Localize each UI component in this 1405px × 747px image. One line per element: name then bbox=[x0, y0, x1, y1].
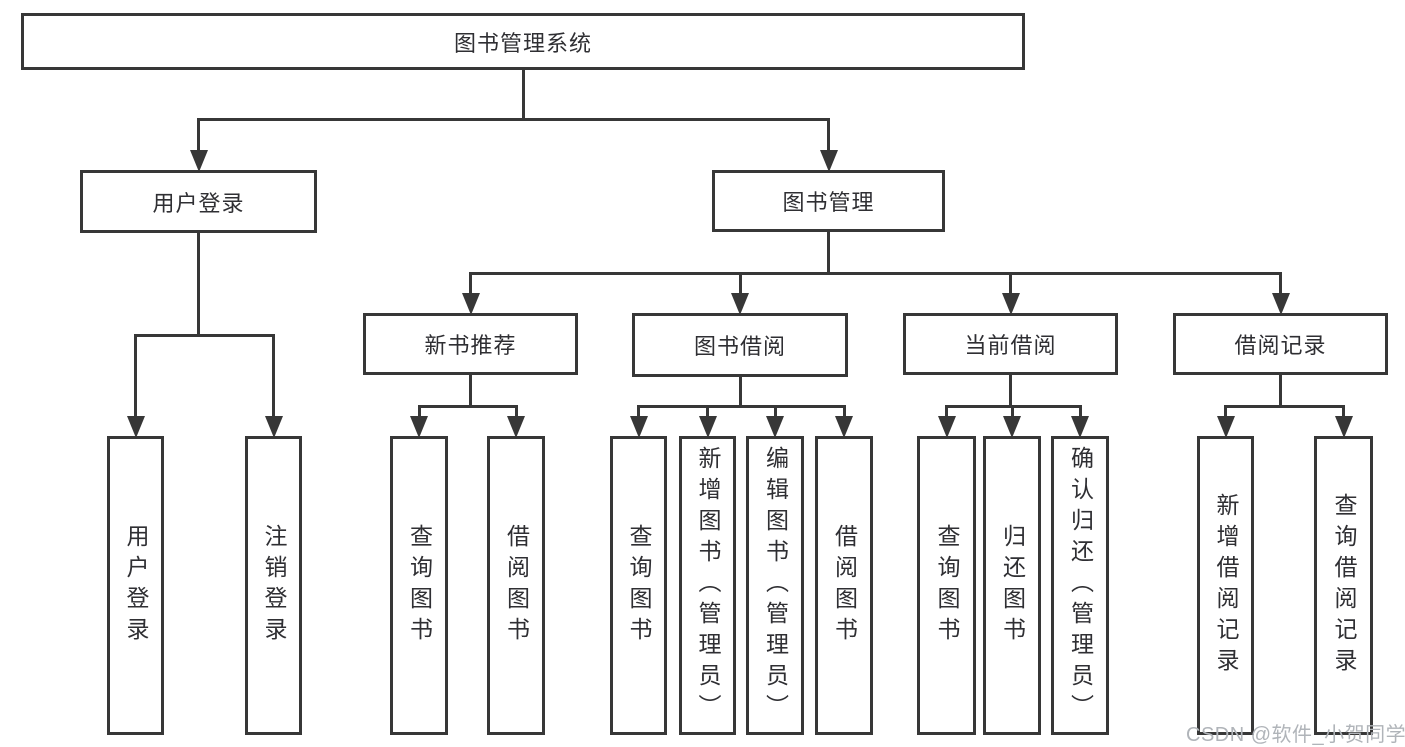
connector-stem bbox=[1279, 375, 1282, 406]
node-user-login: 用户登录 bbox=[80, 170, 317, 233]
node-label: 借阅图书 bbox=[503, 523, 530, 648]
arrowhead-down-icon bbox=[835, 416, 853, 438]
connector-drop bbox=[842, 406, 846, 420]
connector-drop bbox=[1078, 406, 1082, 420]
node-label: 新增借阅记录 bbox=[1213, 492, 1239, 679]
arrowhead-down-icon bbox=[1216, 416, 1235, 438]
connector-drop bbox=[827, 119, 830, 154]
node-add-book-admin: 新增图书（管理员） bbox=[679, 436, 736, 735]
connector-splitter bbox=[1224, 404, 1345, 408]
arrowhead-down-icon bbox=[1271, 293, 1290, 315]
arrowhead-down-icon bbox=[410, 416, 428, 438]
node-current-borrow: 当前借阅 bbox=[903, 313, 1118, 375]
node-label: 查询图书 bbox=[626, 523, 652, 648]
connector-stem bbox=[521, 70, 525, 119]
arrowhead-down-icon bbox=[819, 150, 838, 172]
node-query-books-rec: 查询图书 bbox=[390, 436, 448, 735]
node-label: 借阅图书 bbox=[831, 523, 858, 648]
connector-drop bbox=[272, 335, 275, 420]
connector-splitter bbox=[134, 333, 275, 337]
connector-splitter bbox=[417, 404, 518, 408]
arrowhead-down-icon bbox=[126, 416, 145, 438]
arrowhead-down-icon bbox=[507, 416, 525, 438]
arrowhead-down-icon bbox=[1001, 293, 1020, 315]
connector-drop bbox=[1279, 273, 1282, 297]
node-root: 图书管理系统 bbox=[21, 13, 1025, 70]
connector-splitter bbox=[469, 271, 1282, 275]
arrowhead-down-icon bbox=[1003, 416, 1021, 438]
arrowhead-down-icon bbox=[1071, 416, 1089, 438]
node-label: 图书管理 bbox=[782, 190, 875, 215]
arrowhead-down-icon bbox=[731, 293, 749, 315]
connector-drop bbox=[1224, 406, 1227, 420]
node-label: 图书管理系统 bbox=[453, 30, 592, 56]
node-query-books-current: 查询图书 bbox=[917, 436, 976, 735]
node-add-borrow-record: 新增借阅记录 bbox=[1197, 436, 1254, 735]
node-label: 编辑图书（管理员） bbox=[762, 446, 789, 725]
arrowhead-down-icon bbox=[189, 150, 208, 172]
node-new-book-rec: 新书推荐 bbox=[363, 313, 578, 375]
arrowhead-down-icon bbox=[461, 293, 480, 315]
arrowhead-down-icon bbox=[1334, 416, 1353, 438]
connector-drop bbox=[773, 406, 777, 420]
node-label: 注销登录 bbox=[261, 523, 287, 648]
node-borrow-books-rec: 借阅图书 bbox=[487, 436, 545, 735]
connector-drop bbox=[738, 273, 742, 297]
node-label: 新书推荐 bbox=[424, 333, 517, 358]
connector-splitter bbox=[637, 404, 846, 408]
node-label: 用户登录 bbox=[123, 523, 149, 648]
node-borrow-books-leaf: 借阅图书 bbox=[815, 436, 873, 735]
connector-drop bbox=[134, 335, 137, 420]
watermark: CSDN @软件_小贺同学 bbox=[1186, 724, 1405, 746]
node-borrow-records: 借阅记录 bbox=[1173, 313, 1388, 375]
node-return-books: 归还图书 bbox=[983, 436, 1041, 735]
arrowhead-down-icon bbox=[698, 416, 717, 438]
node-label: 查询借阅记录 bbox=[1331, 492, 1357, 679]
connector-drop bbox=[1009, 273, 1012, 297]
connector-drop bbox=[945, 406, 948, 420]
connector-stem bbox=[738, 377, 742, 406]
node-label: 新增图书（管理员） bbox=[695, 446, 721, 725]
arrowhead-down-icon bbox=[629, 416, 648, 438]
connector-drop bbox=[637, 406, 640, 420]
node-label: 查询图书 bbox=[406, 523, 433, 648]
node-query-books-borrow: 查询图书 bbox=[610, 436, 667, 735]
node-label: 借阅记录 bbox=[1234, 333, 1327, 358]
node-label: 图书借阅 bbox=[693, 334, 786, 359]
connector-stem bbox=[197, 233, 200, 335]
arrowhead-down-icon bbox=[766, 416, 784, 438]
connector-drop bbox=[417, 406, 421, 420]
connector-splitter bbox=[197, 117, 830, 121]
node-user-login-leaf: 用户登录 bbox=[107, 436, 164, 735]
arrowhead-down-icon bbox=[264, 416, 283, 438]
connector-stem bbox=[469, 375, 472, 406]
node-label: 当前借阅 bbox=[964, 333, 1057, 358]
connector-drop bbox=[1342, 406, 1345, 420]
node-book-borrow: 图书借阅 bbox=[632, 313, 848, 377]
connector-drop bbox=[197, 119, 200, 154]
connector-drop bbox=[469, 273, 472, 297]
node-label: 查询图书 bbox=[934, 523, 960, 648]
connector-stem bbox=[827, 232, 830, 273]
node-edit-book-admin: 编辑图书（管理员） bbox=[746, 436, 804, 735]
node-query-borrow-record: 查询借阅记录 bbox=[1314, 436, 1373, 735]
node-label: 确认归还（管理员） bbox=[1067, 446, 1094, 725]
node-logout-leaf: 注销登录 bbox=[245, 436, 302, 735]
connector-drop bbox=[514, 406, 518, 420]
connector-drop bbox=[1010, 406, 1014, 420]
node-book-mgmt: 图书管理 bbox=[712, 170, 945, 232]
connector-drop bbox=[706, 406, 709, 420]
node-confirm-return-admin: 确认归还（管理员） bbox=[1051, 436, 1109, 735]
node-label: 归还图书 bbox=[999, 523, 1026, 648]
node-label: 用户登录 bbox=[152, 190, 245, 216]
connector-stem bbox=[1009, 375, 1012, 406]
arrowhead-down-icon bbox=[937, 416, 956, 438]
